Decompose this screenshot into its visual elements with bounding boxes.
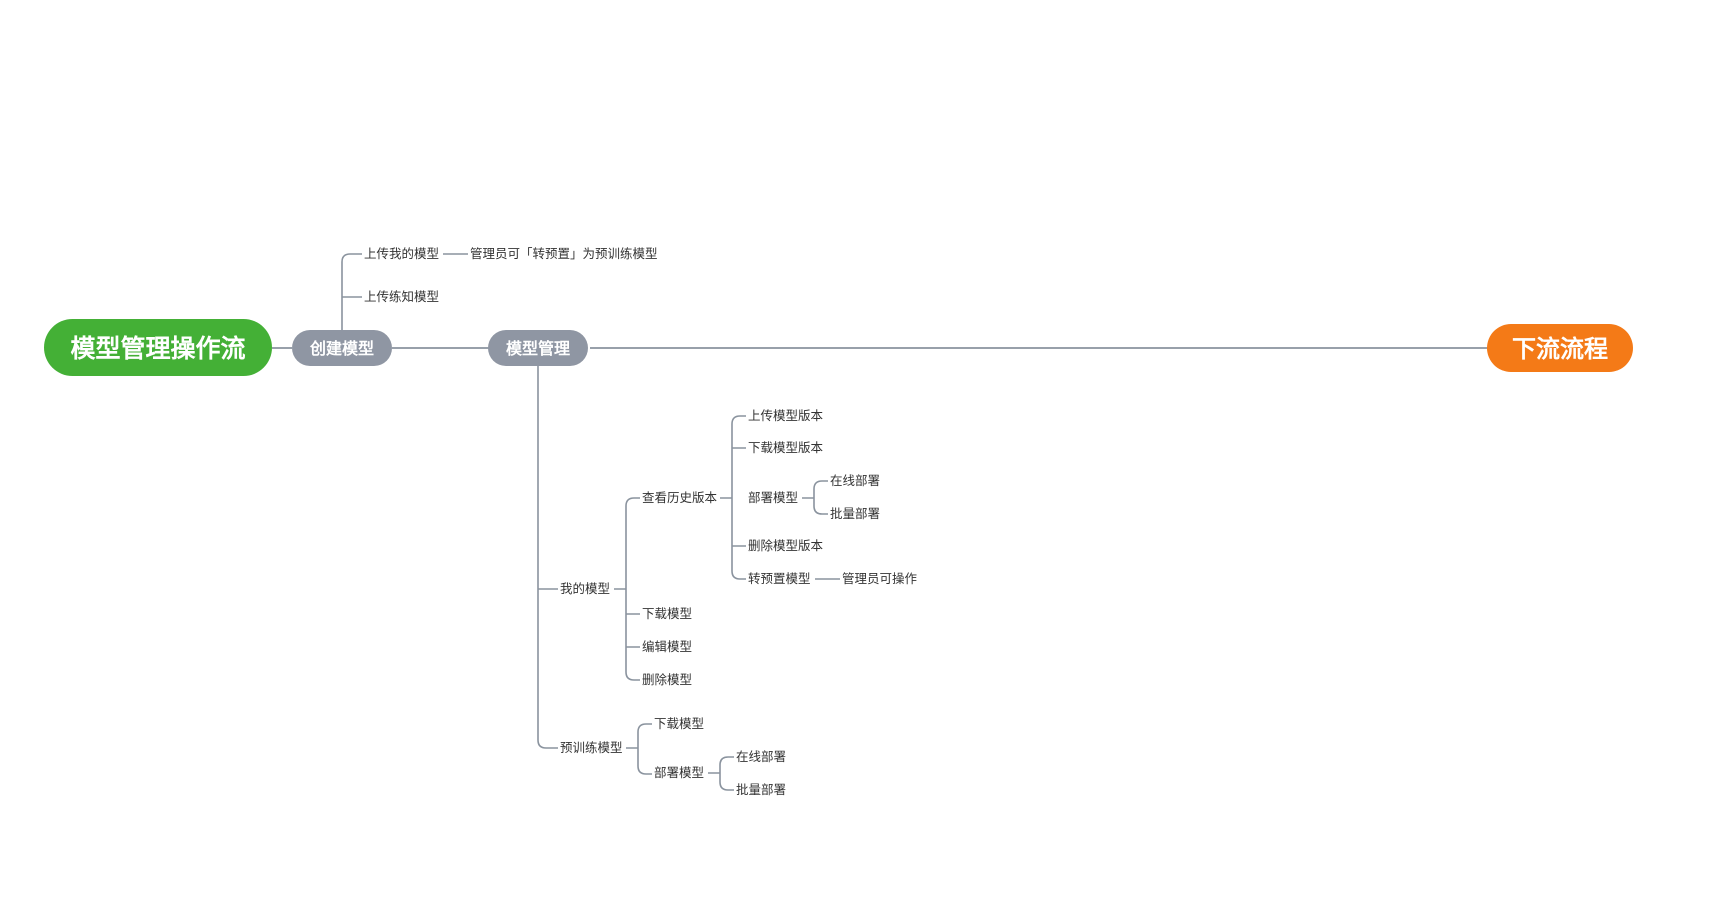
upload-mine-label[interactable]: 上传我的模型 <box>364 246 439 261</box>
root-node[interactable]: 模型管理操作流 <box>44 319 272 376</box>
to-preset-label[interactable]: 转预置模型 <box>748 571 811 586</box>
view-history-bracket <box>720 415 746 580</box>
pretrained-deploy-bracket <box>708 756 734 791</box>
upload-mine-note: 管理员可「转预置」为预训练模型 <box>470 246 658 261</box>
my-models-label[interactable]: 我的模型 <box>560 581 610 596</box>
management-trunk <box>537 366 558 749</box>
create-model-node[interactable]: 创建模型 <box>292 330 392 366</box>
history-deploy-label[interactable]: 部署模型 <box>748 490 798 505</box>
downstream-label: 下流流程 <box>1512 335 1608 363</box>
pretrained-download-label[interactable]: 下载模型 <box>654 716 704 731</box>
pretrained-deploy-batch-label[interactable]: 批量部署 <box>736 782 786 797</box>
my-delete-label[interactable]: 删除模型 <box>642 672 692 687</box>
history-deploy-bracket <box>802 480 828 515</box>
connectors <box>272 253 1492 791</box>
create-model-label: 创建模型 <box>309 339 374 358</box>
pretrained-deploy-online-label[interactable]: 在线部署 <box>736 749 786 764</box>
pretrained-label[interactable]: 预训练模型 <box>560 740 623 755</box>
download-version-label[interactable]: 下载模型版本 <box>748 440 824 455</box>
to-preset-note: 管理员可操作 <box>842 571 918 586</box>
pretrained-deploy-label[interactable]: 部署模型 <box>654 765 704 780</box>
upload-version-label[interactable]: 上传模型版本 <box>748 408 824 423</box>
my-edit-label[interactable]: 编辑模型 <box>642 639 692 654</box>
model-management-label: 模型管理 <box>506 339 570 358</box>
model-management-node[interactable]: 模型管理 <box>488 330 588 366</box>
my-download-label[interactable]: 下载模型 <box>642 606 692 621</box>
create-branch-trunk <box>341 253 362 330</box>
history-deploy-batch-label[interactable]: 批量部署 <box>830 506 880 521</box>
delete-version-label[interactable]: 删除模型版本 <box>748 538 824 553</box>
upload-trained-label[interactable]: 上传练知模型 <box>364 289 439 304</box>
my-models-bracket <box>614 497 640 681</box>
root-node-label: 模型管理操作流 <box>70 334 245 363</box>
downstream-node[interactable]: 下流流程 <box>1487 324 1633 372</box>
history-deploy-online-label[interactable]: 在线部署 <box>830 473 880 488</box>
pretrained-bracket <box>626 723 652 775</box>
view-history-label[interactable]: 查看历史版本 <box>642 490 718 505</box>
